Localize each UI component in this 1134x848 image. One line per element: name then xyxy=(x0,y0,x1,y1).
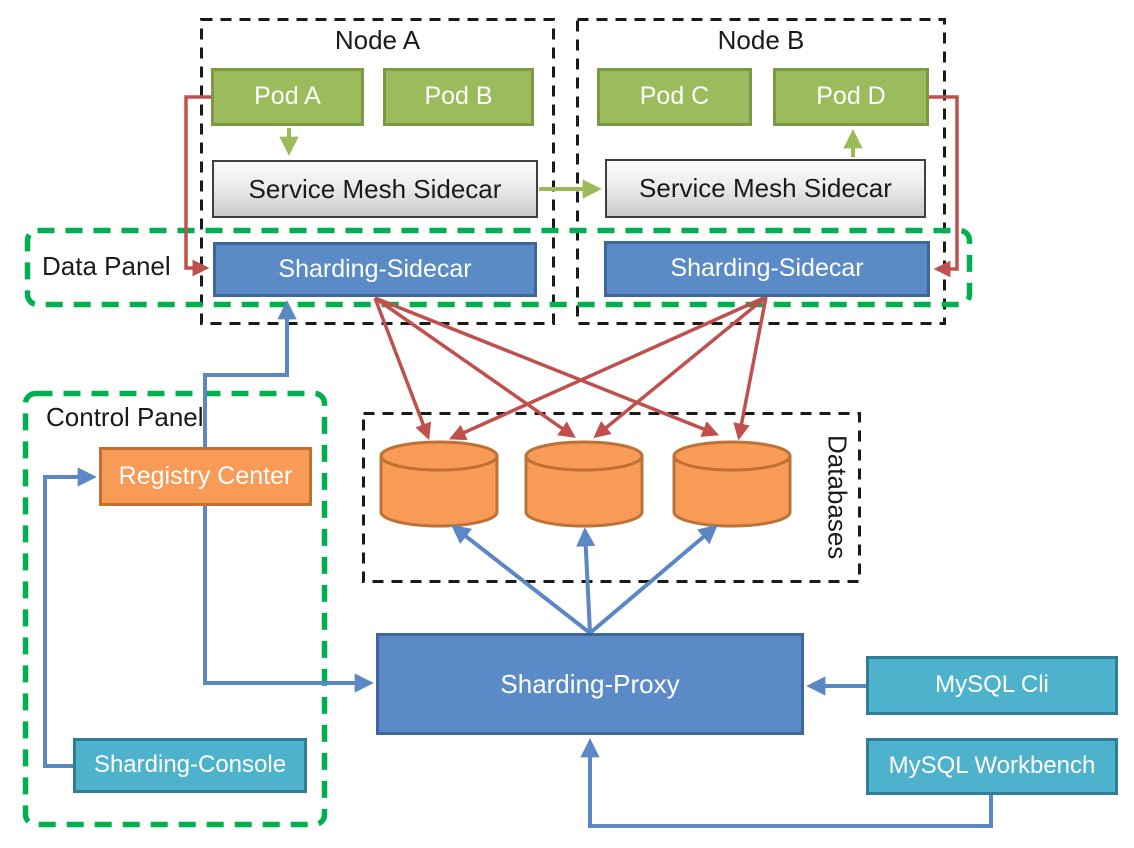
pod-d-box: Pod D xyxy=(773,68,929,126)
edge-mysql-workbench-to-proxy xyxy=(580,738,993,828)
database-cylinder-2 xyxy=(524,440,644,528)
service-mesh-sidecar-a-box: Service Mesh Sidecar xyxy=(212,160,538,218)
databases-label: Databases xyxy=(822,435,853,560)
service-mesh-sidecar-b-box: Service Mesh Sidecar xyxy=(605,159,926,218)
pod-a-box: Pod A xyxy=(211,68,364,126)
node-a-border xyxy=(200,18,555,325)
pod-c-box: Pod C xyxy=(597,68,752,126)
edge-sidecar-a-to-db1 xyxy=(373,297,432,441)
edge-sidecar-b-to-db3 xyxy=(733,296,768,441)
control-panel-label: Control Panel xyxy=(46,402,204,432)
data-panel-label: Data Panel xyxy=(42,251,171,281)
sharding-sidecar-a-box: Sharding-Sidecar xyxy=(213,242,537,297)
data-panel-border xyxy=(24,227,973,308)
node-b-border xyxy=(576,18,946,325)
edge-registry-to-proxy xyxy=(203,505,374,693)
edge-pod-d-to-sidecar-b xyxy=(929,95,959,278)
edge-proxy-to-db1 xyxy=(450,524,592,635)
sharding-sidecar-b-box: Sharding-Sidecar xyxy=(604,241,930,297)
edge-pod-a-to-sidecar-a xyxy=(184,95,211,277)
edge-registry-to-sidecar-a xyxy=(203,300,297,448)
edge-proxy-to-db3 xyxy=(588,524,718,635)
node-a-title: Node A xyxy=(334,25,421,55)
sharding-console-box: Sharding-Console xyxy=(73,738,307,793)
sharding-proxy-box: Sharding-Proxy xyxy=(376,633,804,735)
edge-console-to-registry xyxy=(43,467,97,768)
registry-center-box: Registry Center xyxy=(99,447,312,506)
edge-sidecar-b-to-db2 xyxy=(593,295,768,439)
database-cylinder-3 xyxy=(672,440,792,528)
node-b-title: Node B xyxy=(717,25,805,55)
edge-proxy-to-db2 xyxy=(576,527,596,634)
database-cylinder-1 xyxy=(379,440,499,528)
pod-b-box: Pod B xyxy=(383,68,534,126)
edge-sidecar-a-to-db2 xyxy=(373,296,576,438)
edge-sidecar-b-to-db1 xyxy=(448,295,767,441)
mysql-cli-box: MySQL Cli xyxy=(866,656,1118,715)
databases-border xyxy=(362,412,861,583)
edge-sidecar-a-to-db3 xyxy=(374,296,720,437)
mysql-workbench-box: MySQL Workbench xyxy=(866,738,1118,795)
